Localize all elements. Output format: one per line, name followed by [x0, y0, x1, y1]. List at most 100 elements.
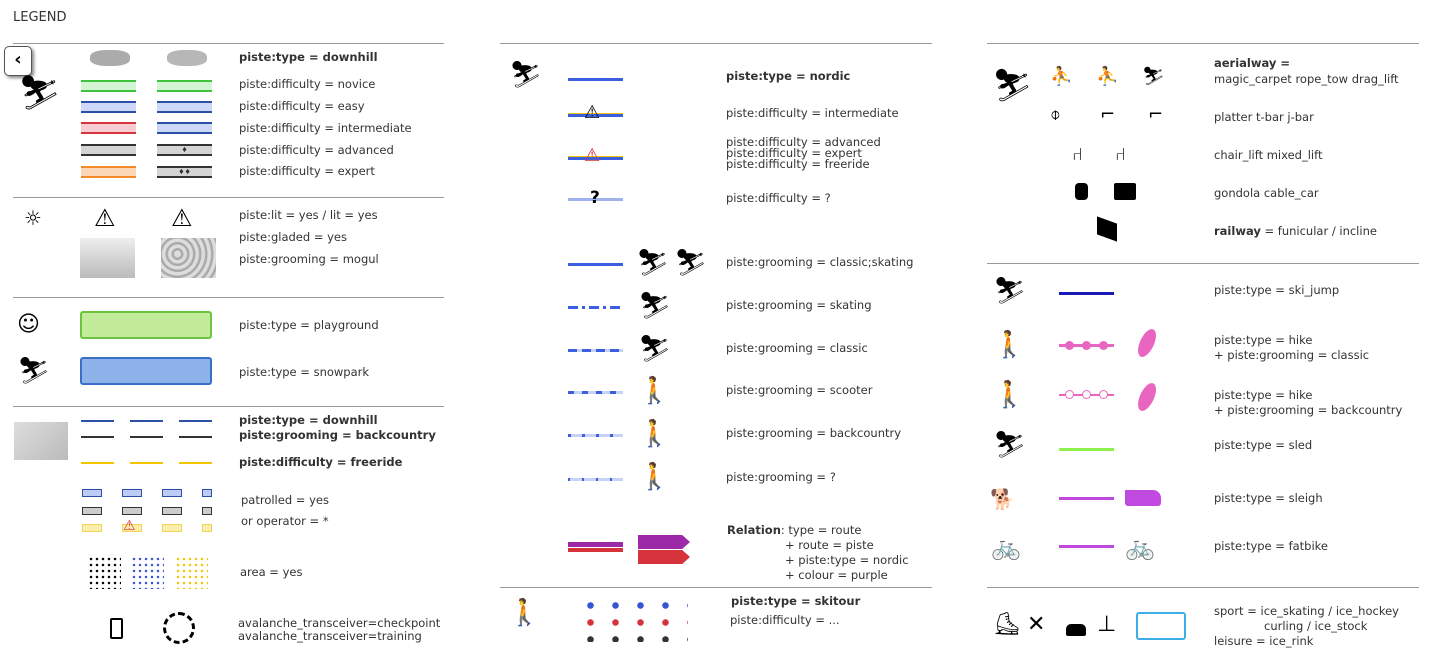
nordic-unknown: piste:difficulty = ?: [726, 191, 831, 205]
hiker-icon: 🚶: [993, 330, 1026, 360]
patrolled-swatch: [202, 507, 212, 515]
ice-hockey-icon: ✕: [1027, 612, 1046, 637]
mogul-image: [161, 238, 216, 278]
legend-title: LEGEND: [13, 10, 67, 25]
easy-swatch: [157, 101, 212, 113]
hike-dot: [1082, 390, 1091, 399]
relation-red-line: [568, 548, 623, 552]
patrolled-swatch: [122, 507, 142, 515]
back-button[interactable]: ‹: [4, 46, 32, 76]
backcountry-black-line: [130, 436, 163, 438]
classic-skier-icon: ⛷: [638, 334, 672, 364]
divider: [13, 197, 444, 198]
checkpoint-label: avalanche_transceiver=checkpoint: [238, 616, 441, 630]
transceiver-checkpoint-icon: [110, 618, 123, 639]
scooter-walker-icon: 🚶: [638, 376, 671, 406]
divider: [987, 43, 1419, 44]
relation-line-1: Relation: type = route: [727, 523, 861, 537]
backcountry-black-line: [179, 436, 212, 438]
intermediate-line: [568, 113, 623, 117]
freeride-line: [130, 462, 163, 464]
playground-swatch: [80, 311, 212, 339]
t-bar-icon: ⌐: [1100, 104, 1116, 125]
warning-icon: ⚠: [584, 102, 601, 123]
ice-stock-icon: ⊥: [1097, 612, 1117, 637]
aerialway-types-2: platter t-bar j-bar: [1214, 110, 1314, 124]
difficulty-advanced: piste:difficulty = advanced: [239, 143, 394, 157]
gondola-icon: [1075, 183, 1088, 200]
divider: [987, 263, 1419, 264]
grooming-skating: piste:grooming = skating: [726, 298, 872, 312]
gladed-warning-icon: ⚠: [94, 204, 116, 232]
curling-stone-icon: [1066, 624, 1086, 636]
fatbike-line: [1059, 545, 1114, 548]
grooming-scooter-line: [568, 391, 623, 394]
relation-piste-type: + piste:type = nordic: [785, 553, 909, 567]
aerialway-types-1: magic_carpet rope_tow drag_lift: [1214, 72, 1399, 86]
classic-skier-icon: ⛷: [636, 248, 670, 278]
drag-lift-icon: ⛷: [1142, 66, 1165, 87]
backcountry-skier-icon: 🚶: [638, 419, 671, 449]
nordic-line: [568, 78, 623, 81]
operator-label: or operator = *: [241, 514, 329, 528]
sled-icon: ⛷: [993, 430, 1027, 460]
ski-jump-icon: ⛷: [993, 276, 1027, 306]
mogul-label: piste:grooming = mogul: [239, 252, 379, 266]
training-label: avalanche_transceiver=training: [238, 629, 422, 643]
relation-purple-line: [568, 542, 623, 547]
platter-icon: ⌽: [1050, 104, 1061, 125]
ice-curling-label: curling / ice_stock: [1264, 619, 1368, 633]
gladed-label: piste:gladed = yes: [239, 230, 347, 244]
difficulty-intermediate: piste:difficulty = intermediate: [239, 121, 412, 135]
expert-swatch: [81, 166, 136, 178]
downhill-skier-icon: ⛷: [18, 73, 62, 113]
fatbike-icon: 🚲: [991, 533, 1021, 561]
nordic-advanced: piste:difficulty = advanced: [726, 135, 881, 149]
mixed-lift-icon: ⑁: [1115, 144, 1126, 165]
backcountry-blue-line: [81, 420, 114, 422]
relation-label: Relation: [727, 523, 781, 537]
sled-line: [1059, 448, 1114, 451]
backcountry-black-line: [81, 436, 114, 438]
aerialway-types-4: gondola cable_car: [1214, 186, 1319, 200]
fatbike-label: piste:type = fatbike: [1214, 539, 1329, 553]
railway-types: = funicular / incline: [1260, 224, 1377, 238]
lightbulb-icon: ☼: [24, 206, 42, 230]
grooming-backcountry: piste:grooming = backcountry: [726, 426, 902, 440]
bc-grooming-label: piste:grooming = backcountry: [239, 428, 436, 442]
relation-colour: + colour = purple: [785, 568, 888, 582]
skating-skier-icon: ⛷: [674, 248, 708, 278]
area-label: area = yes: [240, 565, 303, 579]
patrolled-swatch: [202, 524, 212, 532]
patrolled-swatch: [202, 489, 212, 497]
hike-bc-2: + piste:grooming = backcountry: [1214, 403, 1403, 417]
patrolled-swatch: [82, 507, 102, 515]
hike-dot: [1065, 390, 1074, 399]
ski-jump-label: piste:type = ski_jump: [1214, 283, 1340, 297]
sleigh-line: [1059, 497, 1114, 500]
hike-dot: [1065, 341, 1074, 350]
divider: [500, 587, 932, 588]
intermediate-swatch: [157, 122, 212, 134]
patrolled-swatch: [162, 489, 182, 497]
relation-type: : type = route: [780, 523, 862, 537]
patrolled-label: patrolled = yes: [241, 493, 329, 507]
snowpark-swatch: [80, 357, 212, 385]
hike-classic-1: piste:type = hike: [1214, 333, 1313, 347]
backcountry-tracks-image: [14, 422, 68, 460]
freeride-line: [81, 462, 114, 464]
magic-carpet-icon: ⛹: [1050, 66, 1073, 87]
lit-label: piste:lit = yes / lit = yes: [239, 208, 378, 222]
skitour-dots: [578, 597, 688, 642]
grooming-classic-skating: piste:grooming = classic;skating: [726, 255, 914, 269]
ice-sport-label: sport = ice_skating / ice_hockey: [1214, 604, 1399, 618]
bc-type-label: piste:type = downhill: [239, 413, 378, 427]
snowpark-icon: ⛷: [17, 356, 51, 386]
hike-bc-1: piste:type = hike: [1214, 388, 1313, 402]
mogul-warning-icon: ⚠: [171, 204, 193, 232]
sleigh-label: piste:type = sleigh: [1214, 491, 1323, 505]
hike-classic-2: + piste:grooming = classic: [1214, 348, 1370, 362]
freeride-label: piste:difficulty = freeride: [239, 455, 403, 469]
purple-route-sign: [638, 535, 690, 549]
skitour-difficulty: piste:difficulty = ...: [730, 613, 840, 627]
